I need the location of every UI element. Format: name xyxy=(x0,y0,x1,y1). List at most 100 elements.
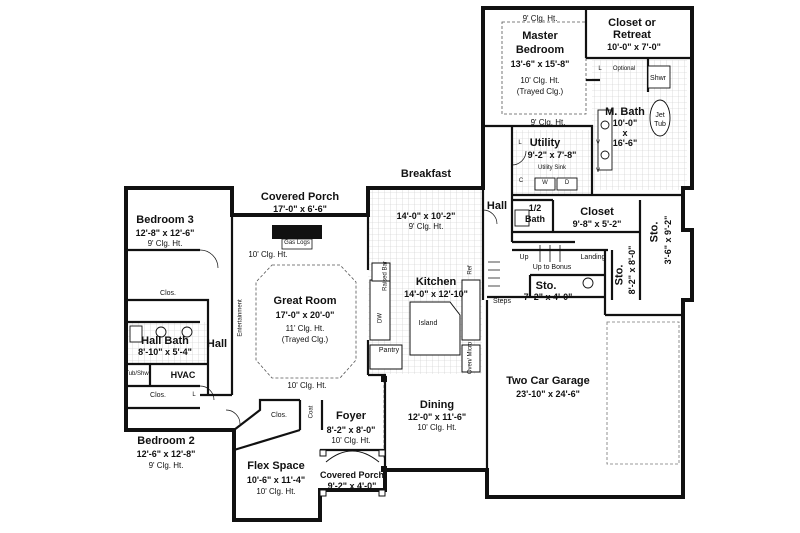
master-tray xyxy=(501,21,587,115)
half-bath-2: Bath xyxy=(525,214,545,224)
dining-dims: 12'-0" x 11'-6" xyxy=(407,412,467,422)
great-room-clg-bottom: 10' Clg. Ht. xyxy=(287,381,327,390)
closet-retreat-name-1: Closet or xyxy=(608,17,656,29)
sto-right-name: Sto. xyxy=(648,221,661,243)
foyer-clg: 10' Clg. Ht. xyxy=(331,436,371,445)
mbath-dims-2: 16'-6" xyxy=(612,138,638,148)
covered-porch-dims: 17'-0" x 6'-6" xyxy=(273,204,327,214)
utility-sink: Utility Sink xyxy=(537,165,567,171)
bedroom2-clos: Clos. xyxy=(150,392,166,399)
front-porch-name: Covered Porch xyxy=(319,470,385,480)
bedroom3-clg: 9' Clg. Ht. xyxy=(147,239,183,248)
bedroom3-dims: 12'-8" x 12'-6" xyxy=(135,228,195,238)
garage-name: Two Car Garage xyxy=(506,375,590,387)
kitchen-fixtures xyxy=(369,262,481,373)
stairs-up-bonus: Up to Bonus xyxy=(532,264,572,271)
sto-mid-dims: 8'-2" x 8'-0" xyxy=(626,245,637,295)
front-porch xyxy=(319,449,386,497)
master-clg-bottom: 9' Clg. Ht. xyxy=(530,118,566,127)
sto-small-name: Sto. xyxy=(535,280,557,292)
mbath-dims-1: 10'-0" xyxy=(612,118,638,128)
foyer-name: Foyer xyxy=(336,410,366,422)
fireplace xyxy=(272,225,322,239)
optional-label: Optional xyxy=(612,66,636,72)
island-label: Island xyxy=(418,320,438,327)
bedroom3-name: Bedroom 3 xyxy=(136,214,194,226)
utility-d: D xyxy=(564,180,570,186)
great-room-name: Great Room xyxy=(273,295,337,307)
master-name-2: Bedroom xyxy=(515,44,565,56)
garage-door-dashed xyxy=(606,321,680,465)
dining-columns xyxy=(381,376,387,472)
gas-logs-label: Gas Logs xyxy=(284,240,310,246)
utility-l: L xyxy=(518,140,522,146)
breakfast-dims: 14'-0" x 10'-2" xyxy=(396,211,456,221)
utility-name: Utility xyxy=(529,137,561,149)
great-room-dims: 17'-0" x 20'-0" xyxy=(275,310,335,320)
dining-clg: 10' Clg. Ht. xyxy=(417,423,457,432)
foyer-clos: Clos. xyxy=(271,412,287,419)
gas-logs-box xyxy=(281,238,313,250)
landing-label: Landing xyxy=(580,254,606,261)
front-porch-dims: 9'-2" x 4'-0" xyxy=(327,481,377,491)
utility-dims: 9'-2" x 7'-8" xyxy=(527,150,577,160)
garage-dims: 23'-10" x 24'-6" xyxy=(516,389,580,399)
dining-name: Dining xyxy=(419,399,455,411)
hall-right: Hall xyxy=(486,200,508,212)
jet-tub-1: Jet xyxy=(655,112,665,119)
hall-bath-dims: 8'-10" x 5'-4" xyxy=(138,347,192,357)
bath-fixtures xyxy=(129,65,671,343)
shower-label: Shwr xyxy=(650,75,666,82)
bedroom3-clos: Clos. xyxy=(160,290,176,297)
pantry-label: Pantry xyxy=(378,347,400,354)
garage-steps xyxy=(488,245,561,287)
closet-retreat-dims: 10'-0" x 7'-0" xyxy=(607,42,661,52)
utility-v1: V xyxy=(595,140,601,146)
hall-left: Hall xyxy=(206,338,228,350)
bedroom2-clg: 9' Clg. Ht. xyxy=(148,461,184,470)
closet-name: Closet xyxy=(580,206,614,218)
great-room-clg-2: (Trayed Clg.) xyxy=(281,335,329,344)
sto-mid-name: Sto. xyxy=(613,264,626,286)
bedroom2-dims: 12'-6" x 12'-8" xyxy=(136,449,196,459)
dw-label: DW xyxy=(377,313,384,323)
great-room-clg: 11' Clg. Ht. xyxy=(285,324,325,333)
great-room-clg-top: 10' Clg. Ht. xyxy=(248,250,288,259)
mbath-x: x xyxy=(622,128,628,138)
tub-shower-label: Tub/Shwr xyxy=(125,371,151,377)
foyer-coat: Coat xyxy=(308,405,315,419)
closet-dims: 9'-8" x 5'-2" xyxy=(572,219,622,229)
great-room-tray xyxy=(255,264,357,379)
kitchen-name: Kitchen xyxy=(415,276,457,288)
oven-micro-label: Oven/ Micro xyxy=(467,341,474,375)
foyer-dims: 8'-2" x 8'-0" xyxy=(326,425,376,435)
flex-name: Flex Space xyxy=(247,460,305,472)
master-clg-top: 9' Clg. Ht. xyxy=(522,14,558,23)
master-name-1: Master xyxy=(522,30,558,42)
closet-retreat-name-2: Retreat xyxy=(613,29,651,41)
raised-bar-label: Raised Bar xyxy=(382,261,389,291)
hall-bath-name: Hall Bath xyxy=(141,335,189,347)
breakfast-name: Breakfast xyxy=(400,168,452,180)
master-clg-2: (Trayed Clg.) xyxy=(516,87,564,96)
half-bath-1: 1/2 xyxy=(528,203,542,213)
sto-right-dims: 3'-6" x 9'-2" xyxy=(662,215,673,265)
interior-walls xyxy=(126,8,692,470)
mbath-name: M. Bath xyxy=(605,106,645,118)
door-swings xyxy=(199,150,527,425)
covered-porch-name: Covered Porch xyxy=(260,191,340,203)
hvac-label: HVAC xyxy=(170,370,196,380)
jet-tub-2: Tub xyxy=(654,121,666,128)
utility-w: W xyxy=(542,180,548,186)
master-clg: 10' Clg. Ht. xyxy=(520,76,560,85)
bedroom2-l: L xyxy=(192,392,196,398)
sto-small-dims: 7'-2" x 4'-0" xyxy=(523,292,573,302)
mbath-l: L xyxy=(598,66,602,72)
breakfast-clg: 9' Clg. Ht. xyxy=(408,222,444,231)
master-dims: 13'-6" x 15'-8" xyxy=(510,59,570,69)
flex-dims: 10'-6" x 11'-4" xyxy=(246,475,306,485)
bedroom2-name: Bedroom 2 xyxy=(137,435,195,447)
utility-v2: V xyxy=(595,168,601,174)
stairs-up: Up xyxy=(519,254,529,261)
